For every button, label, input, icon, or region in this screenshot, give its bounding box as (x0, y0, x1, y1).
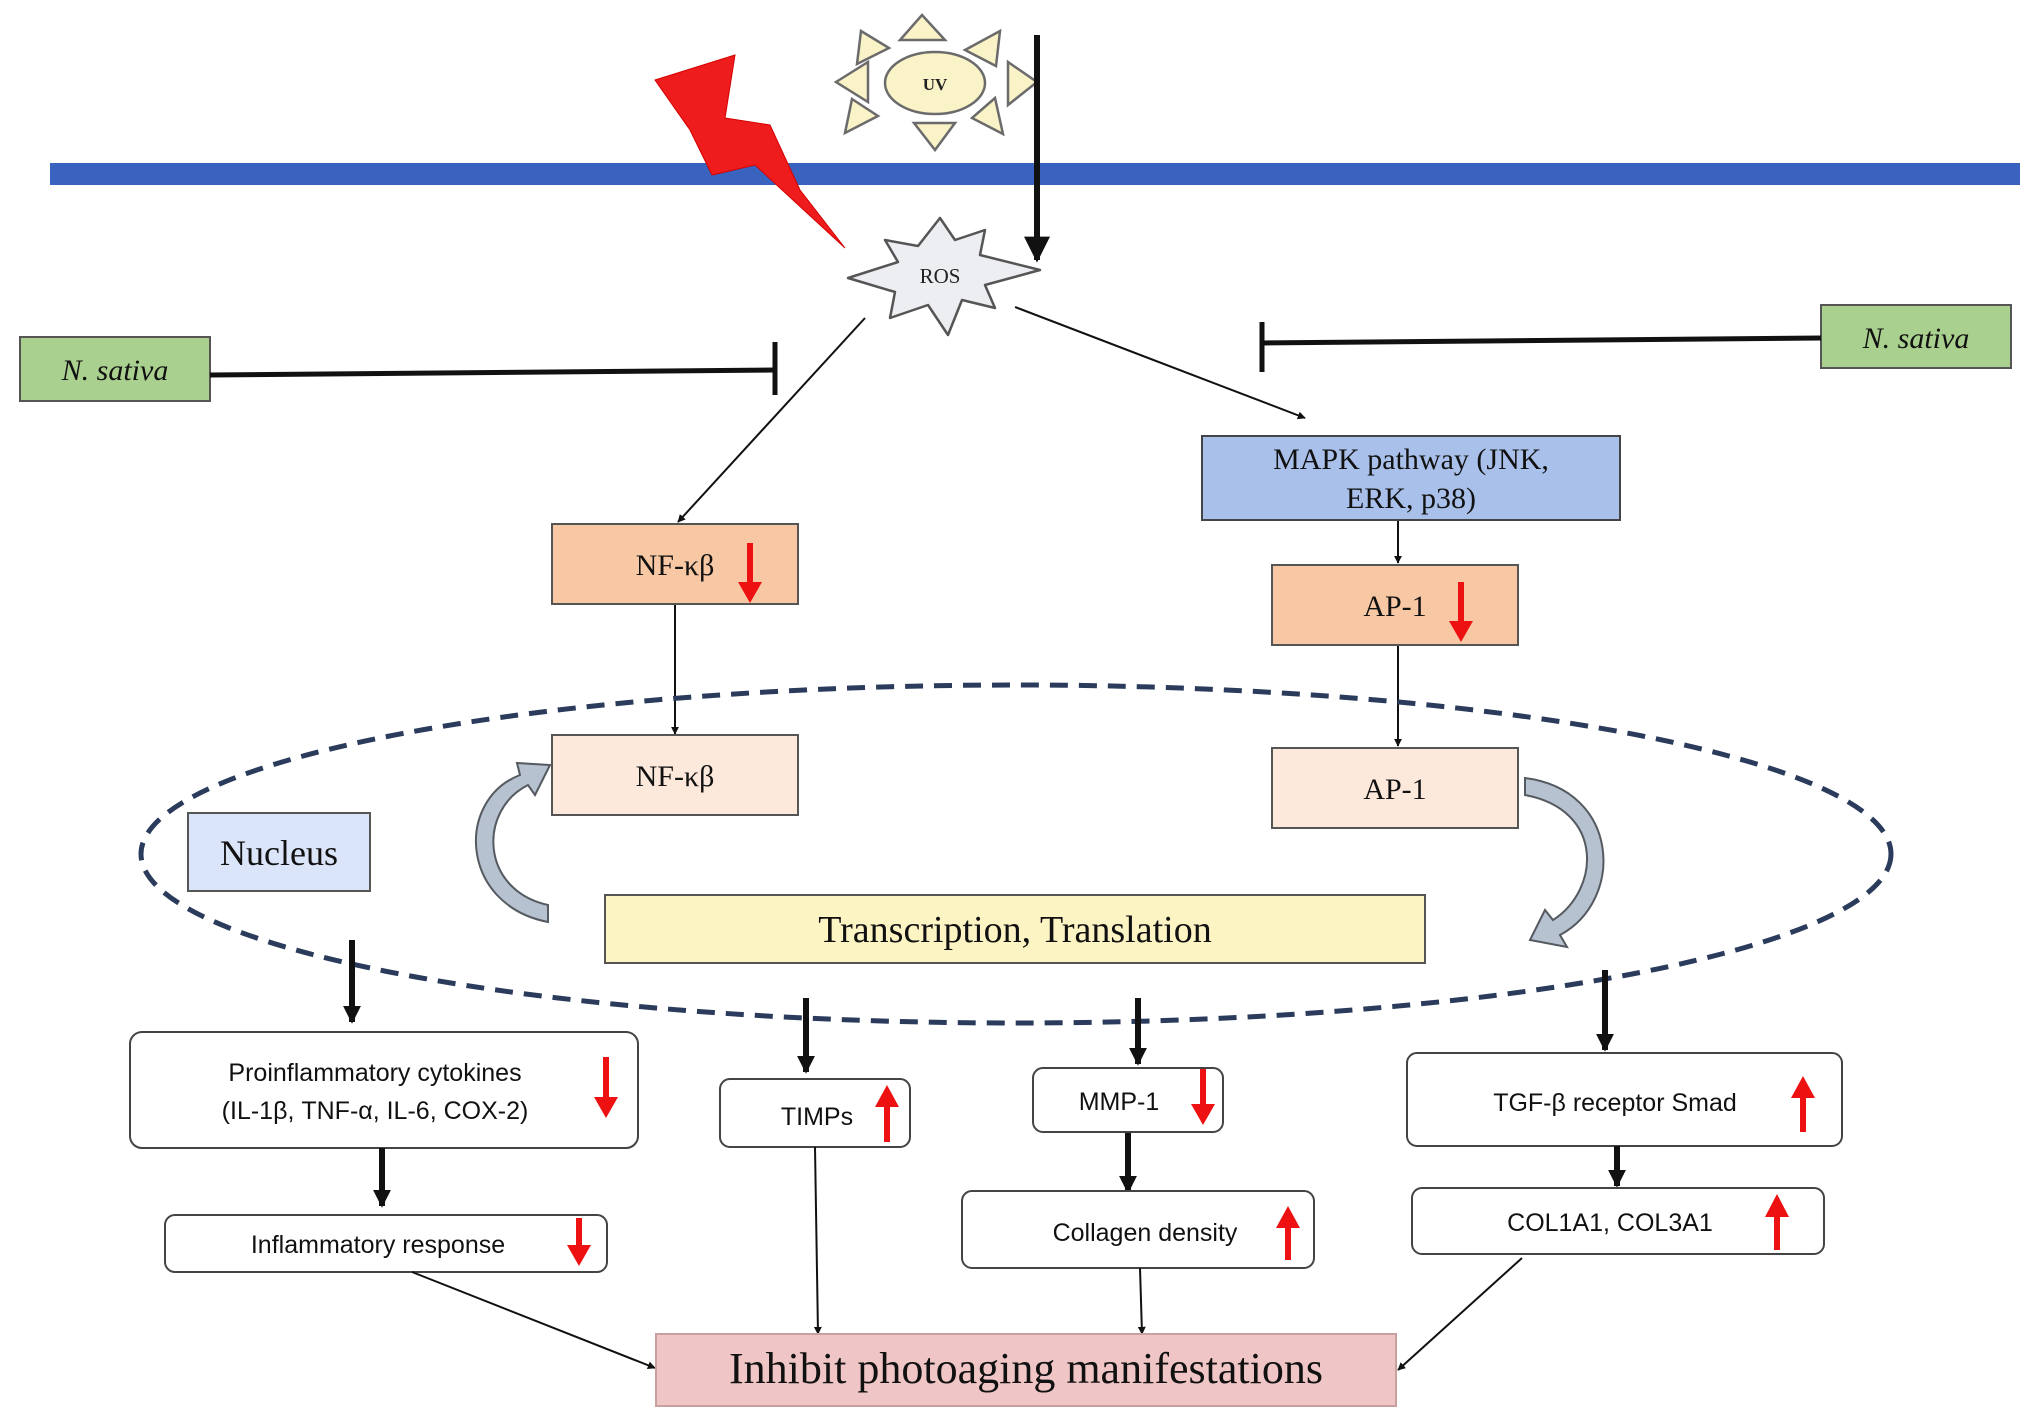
inflammatory-response-box (164, 1214, 608, 1273)
col-to-outcome-arrow (1397, 1257, 1523, 1371)
ap1-nucleus-box (1271, 747, 1519, 829)
lightning-bolt-icon (654, 54, 846, 249)
cytokines-label-line1: Proinflammatory cytokines (228, 1059, 521, 1087)
timps-to-outcome-arrow (813, 1146, 822, 1335)
cytokines-down-arrow-icon (594, 1057, 618, 1118)
inflammatory-down-arrow-icon (567, 1218, 591, 1266)
nfkb-nucleus-box (551, 734, 799, 816)
mapk-label-line2: ERK, p38) (1346, 482, 1476, 515)
nucleus-label: Nucleus (220, 833, 338, 873)
cytokines-box (129, 1031, 639, 1149)
collagen-up-arrow-icon (1276, 1206, 1300, 1260)
timps-label: TIMPs (781, 1103, 853, 1131)
outcome-label: Inhibit photoaging manifestations (729, 1344, 1323, 1393)
mmp1-label: MMP-1 (1079, 1088, 1160, 1116)
mapk-label-line1: MAPK pathway (JNK, (1273, 443, 1549, 476)
timps-up-arrow-icon (875, 1085, 899, 1142)
inflammatory-response-label: Inflammatory response (251, 1231, 505, 1259)
n-sativa-right-label: N. sativa (1862, 322, 1970, 355)
ros-to-nfkb-arrow (677, 317, 866, 523)
tgf-smad-label: TGF-β receptor Smad (1493, 1089, 1737, 1117)
tgf-smad-box (1406, 1052, 1843, 1147)
outcome-box (655, 1333, 1397, 1407)
col-box (1411, 1187, 1825, 1255)
ap1-down-arrow-icon (1449, 582, 1473, 642)
transcription-translation-box (604, 894, 1426, 964)
col-label: COL1A1, COL3A1 (1507, 1209, 1713, 1237)
n-sativa-left-label: N. sativa (61, 354, 169, 387)
ap1-nucleus-label: AP-1 (1363, 773, 1426, 806)
collagen-density-box (961, 1190, 1315, 1269)
collagen-density-label: Collagen density (1053, 1219, 1238, 1247)
transcription-translation-label: Transcription, Translation (818, 909, 1211, 951)
tgf-up-arrow-icon (1791, 1076, 1815, 1132)
nfkb-nucleus-label: NF-κβ (636, 760, 715, 793)
inflammatory-to-outcome-arrow (411, 1271, 656, 1370)
n-sativa-right-box (1820, 304, 2012, 369)
collagen-to-outcome-arrow (1137, 1267, 1146, 1335)
ros-to-mapk-arrow (1014, 306, 1306, 420)
uv-label: UV (923, 75, 948, 94)
mmp1-box (1032, 1067, 1224, 1133)
ap1-cytoplasm-box (1271, 564, 1519, 646)
ros-burst (846, 216, 1042, 337)
nfkb-cytoplasm-label: NF-κβ (636, 549, 715, 582)
mapk-pathway-box (1201, 435, 1621, 521)
nucleus-label-box (187, 812, 371, 892)
ap1-curved-arrow (1524, 776, 1605, 949)
nfkb-down-arrow-icon (738, 543, 762, 603)
nfkb-curved-arrow (475, 761, 552, 924)
ros-label: ROS (920, 264, 961, 288)
col-up-arrow-icon (1765, 1194, 1789, 1250)
cytokines-label-line2: (IL-1β, TNF-α, IL-6, COX-2) (222, 1097, 529, 1125)
mmp1-down-arrow-icon (1191, 1069, 1215, 1125)
n-sativa-left-inhibit-line (209, 367, 776, 378)
uv-sun-icon (833, 13, 1040, 153)
nucleus-boundary (138, 682, 1894, 1026)
ap1-cytoplasm-label: AP-1 (1363, 590, 1426, 623)
n-sativa-right-inhibit-line (1261, 335, 1822, 346)
n-sativa-left-box (19, 336, 211, 402)
